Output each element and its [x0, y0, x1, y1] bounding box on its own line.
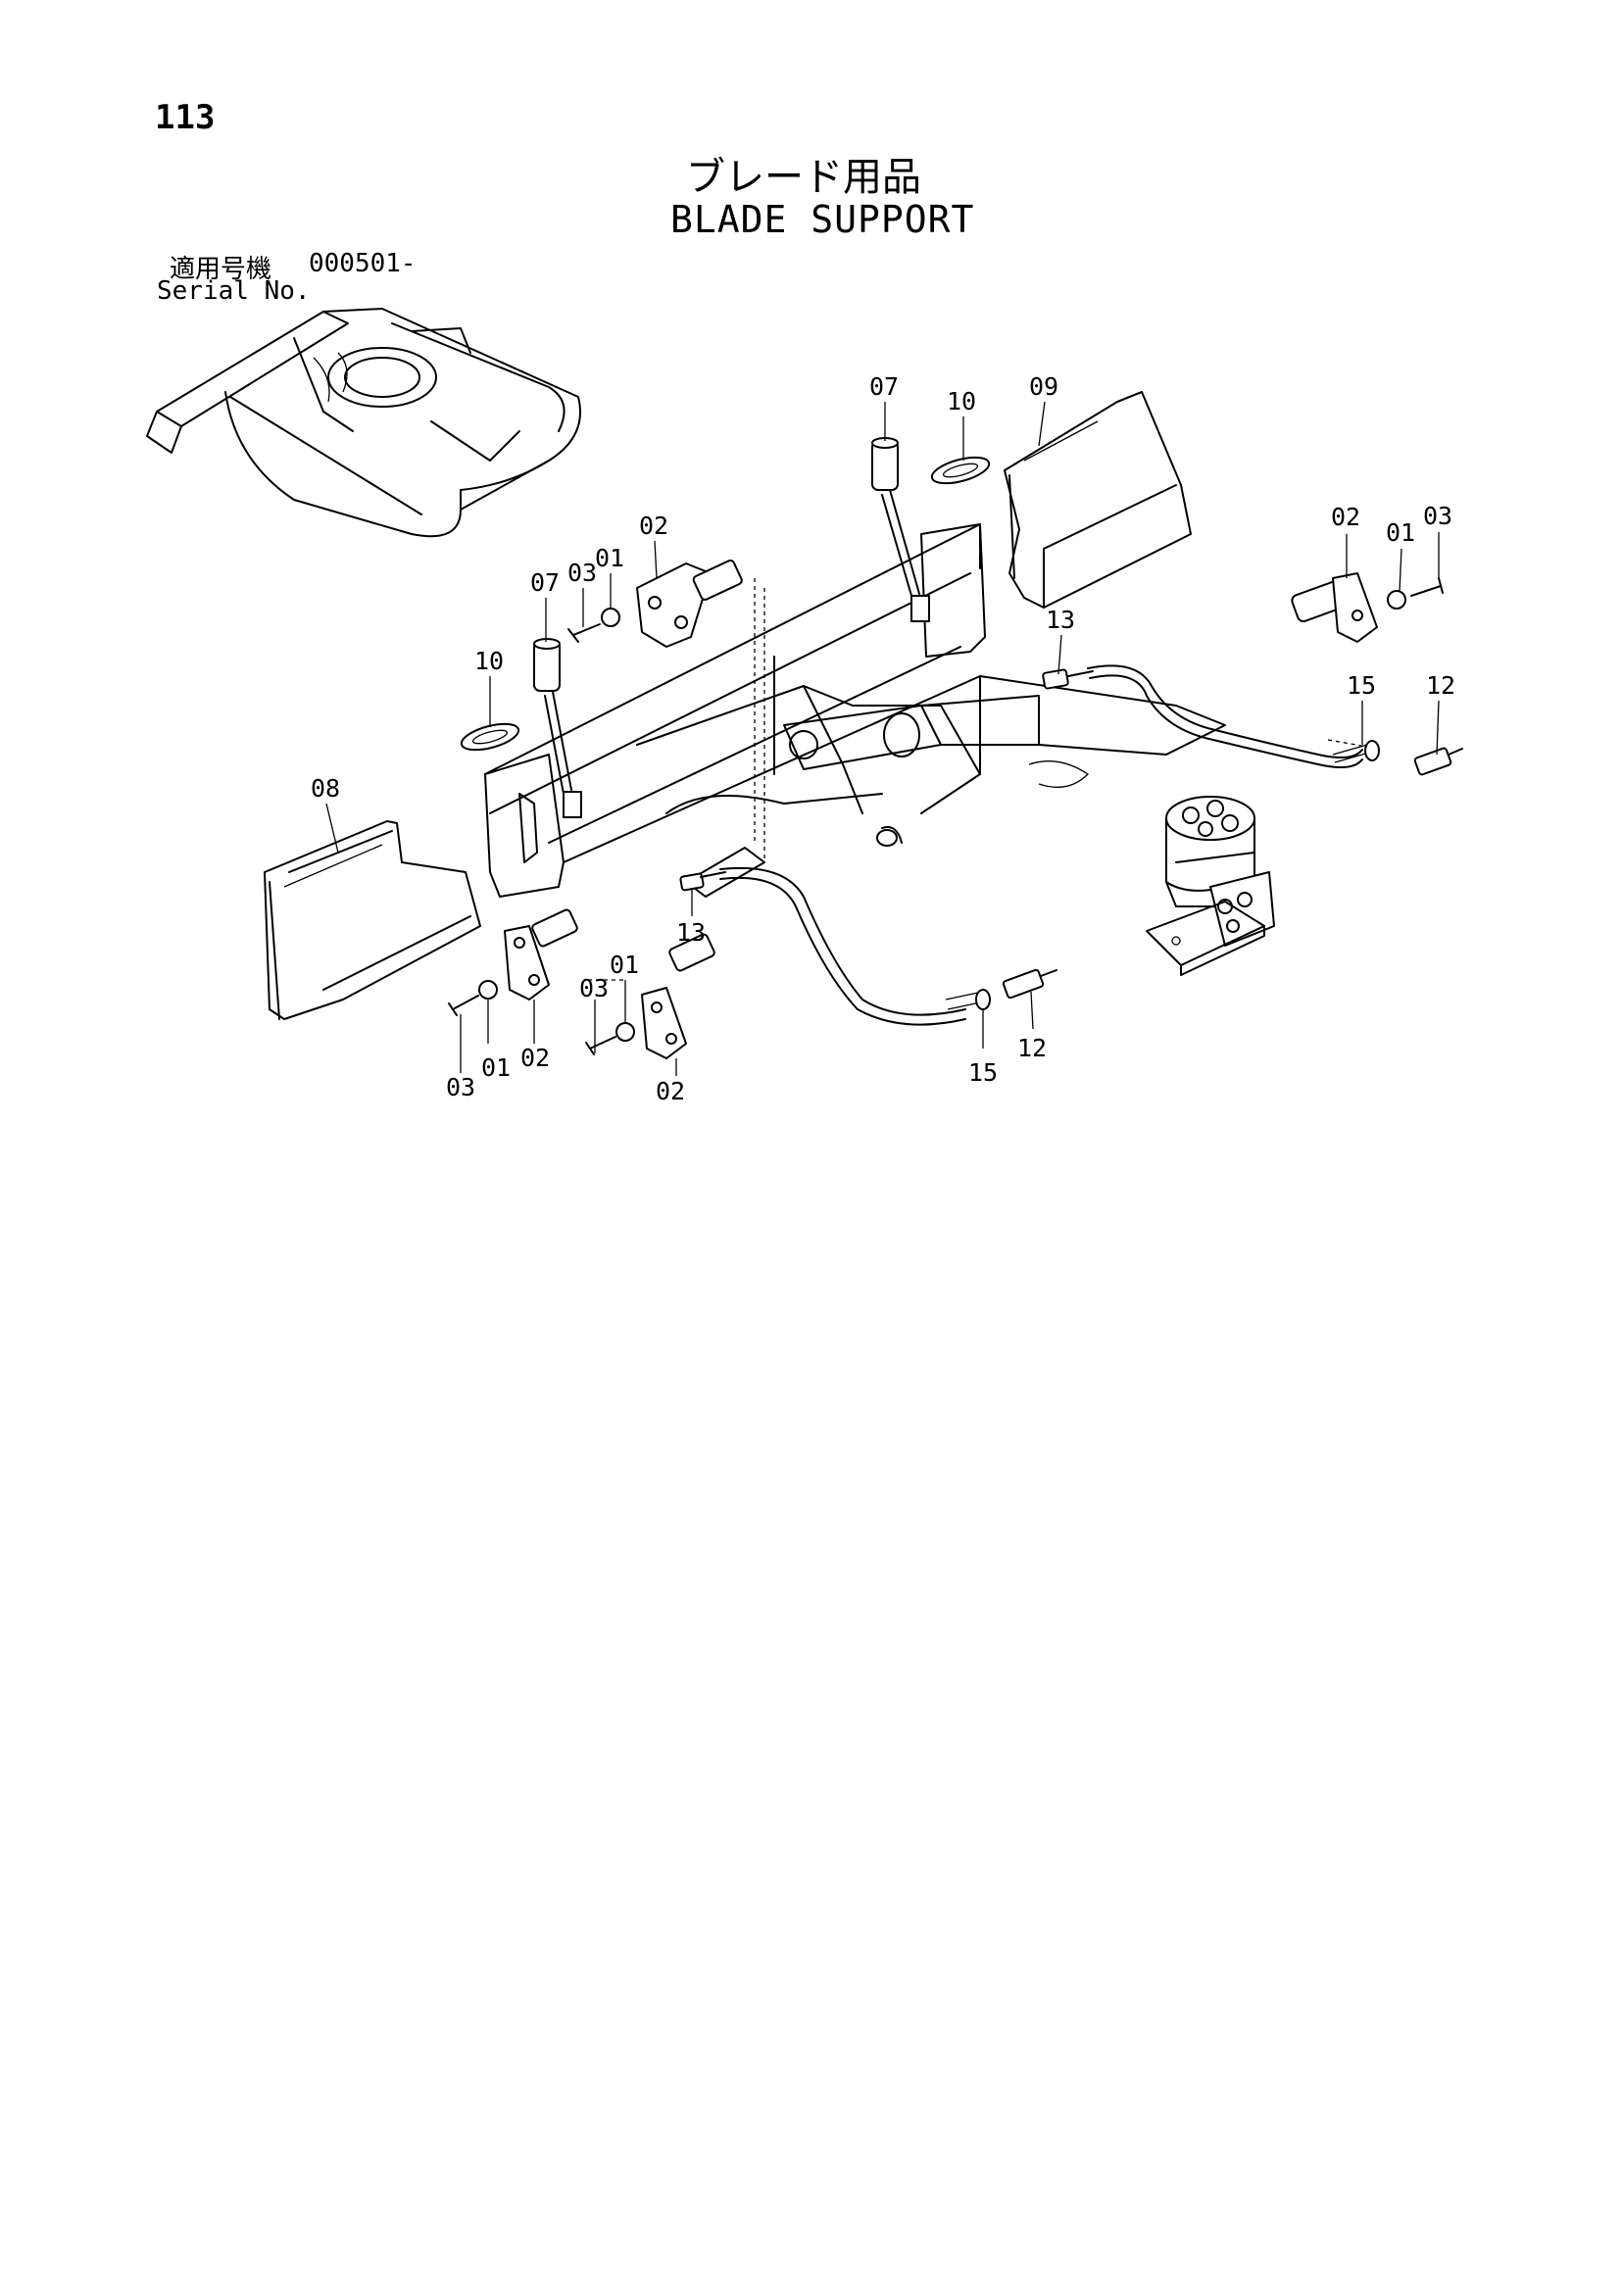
callout-02-right: 02 — [1331, 503, 1360, 531]
side-guard-right — [1004, 391, 1192, 609]
pin-bracket-upper-right — [1291, 572, 1444, 643]
hydraulic-hose-upper — [1042, 664, 1380, 769]
serial-label: Serial No. — [157, 276, 311, 306]
callout-03-lower-center: 03 — [579, 974, 609, 1002]
callout-02-lower-center: 02 — [656, 1077, 685, 1105]
page-title-japanese: ブレード用品 — [686, 155, 921, 200]
page-number: 113 — [155, 98, 216, 137]
callout-01-lower-center: 01 — [610, 951, 639, 979]
machine-locator-illustration — [146, 308, 581, 538]
callout-09: 09 — [1029, 372, 1058, 401]
side-guard-left — [264, 820, 481, 1020]
callout-13-upper: 13 — [1046, 606, 1075, 634]
callout-10-lower: 10 — [474, 647, 504, 675]
callout-15-lower: 15 — [968, 1058, 998, 1087]
callout-01-right: 01 — [1386, 518, 1415, 547]
callout-01-lower-left: 01 — [481, 1053, 511, 1082]
callout-03-lower-left: 03 — [446, 1073, 475, 1101]
callout-15-upper: 15 — [1347, 671, 1376, 700]
clip-ring-upper — [930, 456, 991, 485]
callout-labels: 07 10 09 02 01 03 07 03 01 02 10 13 15 1… — [311, 372, 1455, 1105]
pin-lower — [533, 638, 582, 818]
callout-02-lower-left: 02 — [520, 1044, 550, 1072]
callout-07-lower: 07 — [530, 568, 560, 597]
pin-bracket-upper-left — [567, 559, 743, 648]
callout-12-lower: 12 — [1017, 1034, 1047, 1062]
callout-01-upper-left: 01 — [595, 544, 624, 572]
callout-10-upper: 10 — [947, 387, 976, 415]
callout-02-upper-left: 02 — [639, 512, 668, 540]
clip-ring-lower — [460, 722, 520, 752]
pin-upper — [871, 437, 930, 622]
fitting-adapter-lower — [1002, 968, 1057, 1000]
callout-03-right: 03 — [1423, 502, 1452, 530]
callout-08: 08 — [311, 774, 340, 803]
blade-frame — [484, 523, 1226, 898]
serial-label-japanese: 適用号機 — [170, 255, 272, 284]
pin-bracket-lower-left — [448, 908, 578, 1016]
callout-13-lower: 13 — [676, 918, 706, 947]
center-swivel-joint — [1146, 796, 1275, 976]
callout-12-upper: 12 — [1426, 671, 1455, 700]
leader-lines — [325, 401, 1440, 1076]
pin-bracket-lower-center — [585, 933, 715, 1059]
hydraulic-hose-lower — [679, 866, 991, 1026]
fitting-adapter-upper — [1413, 747, 1463, 776]
callout-07-upper: 07 — [869, 372, 899, 401]
serial-number-value: 000501- — [309, 249, 417, 278]
page-title: BLADE SUPPORT — [670, 198, 975, 241]
callout-03-upper-left: 03 — [567, 559, 597, 587]
